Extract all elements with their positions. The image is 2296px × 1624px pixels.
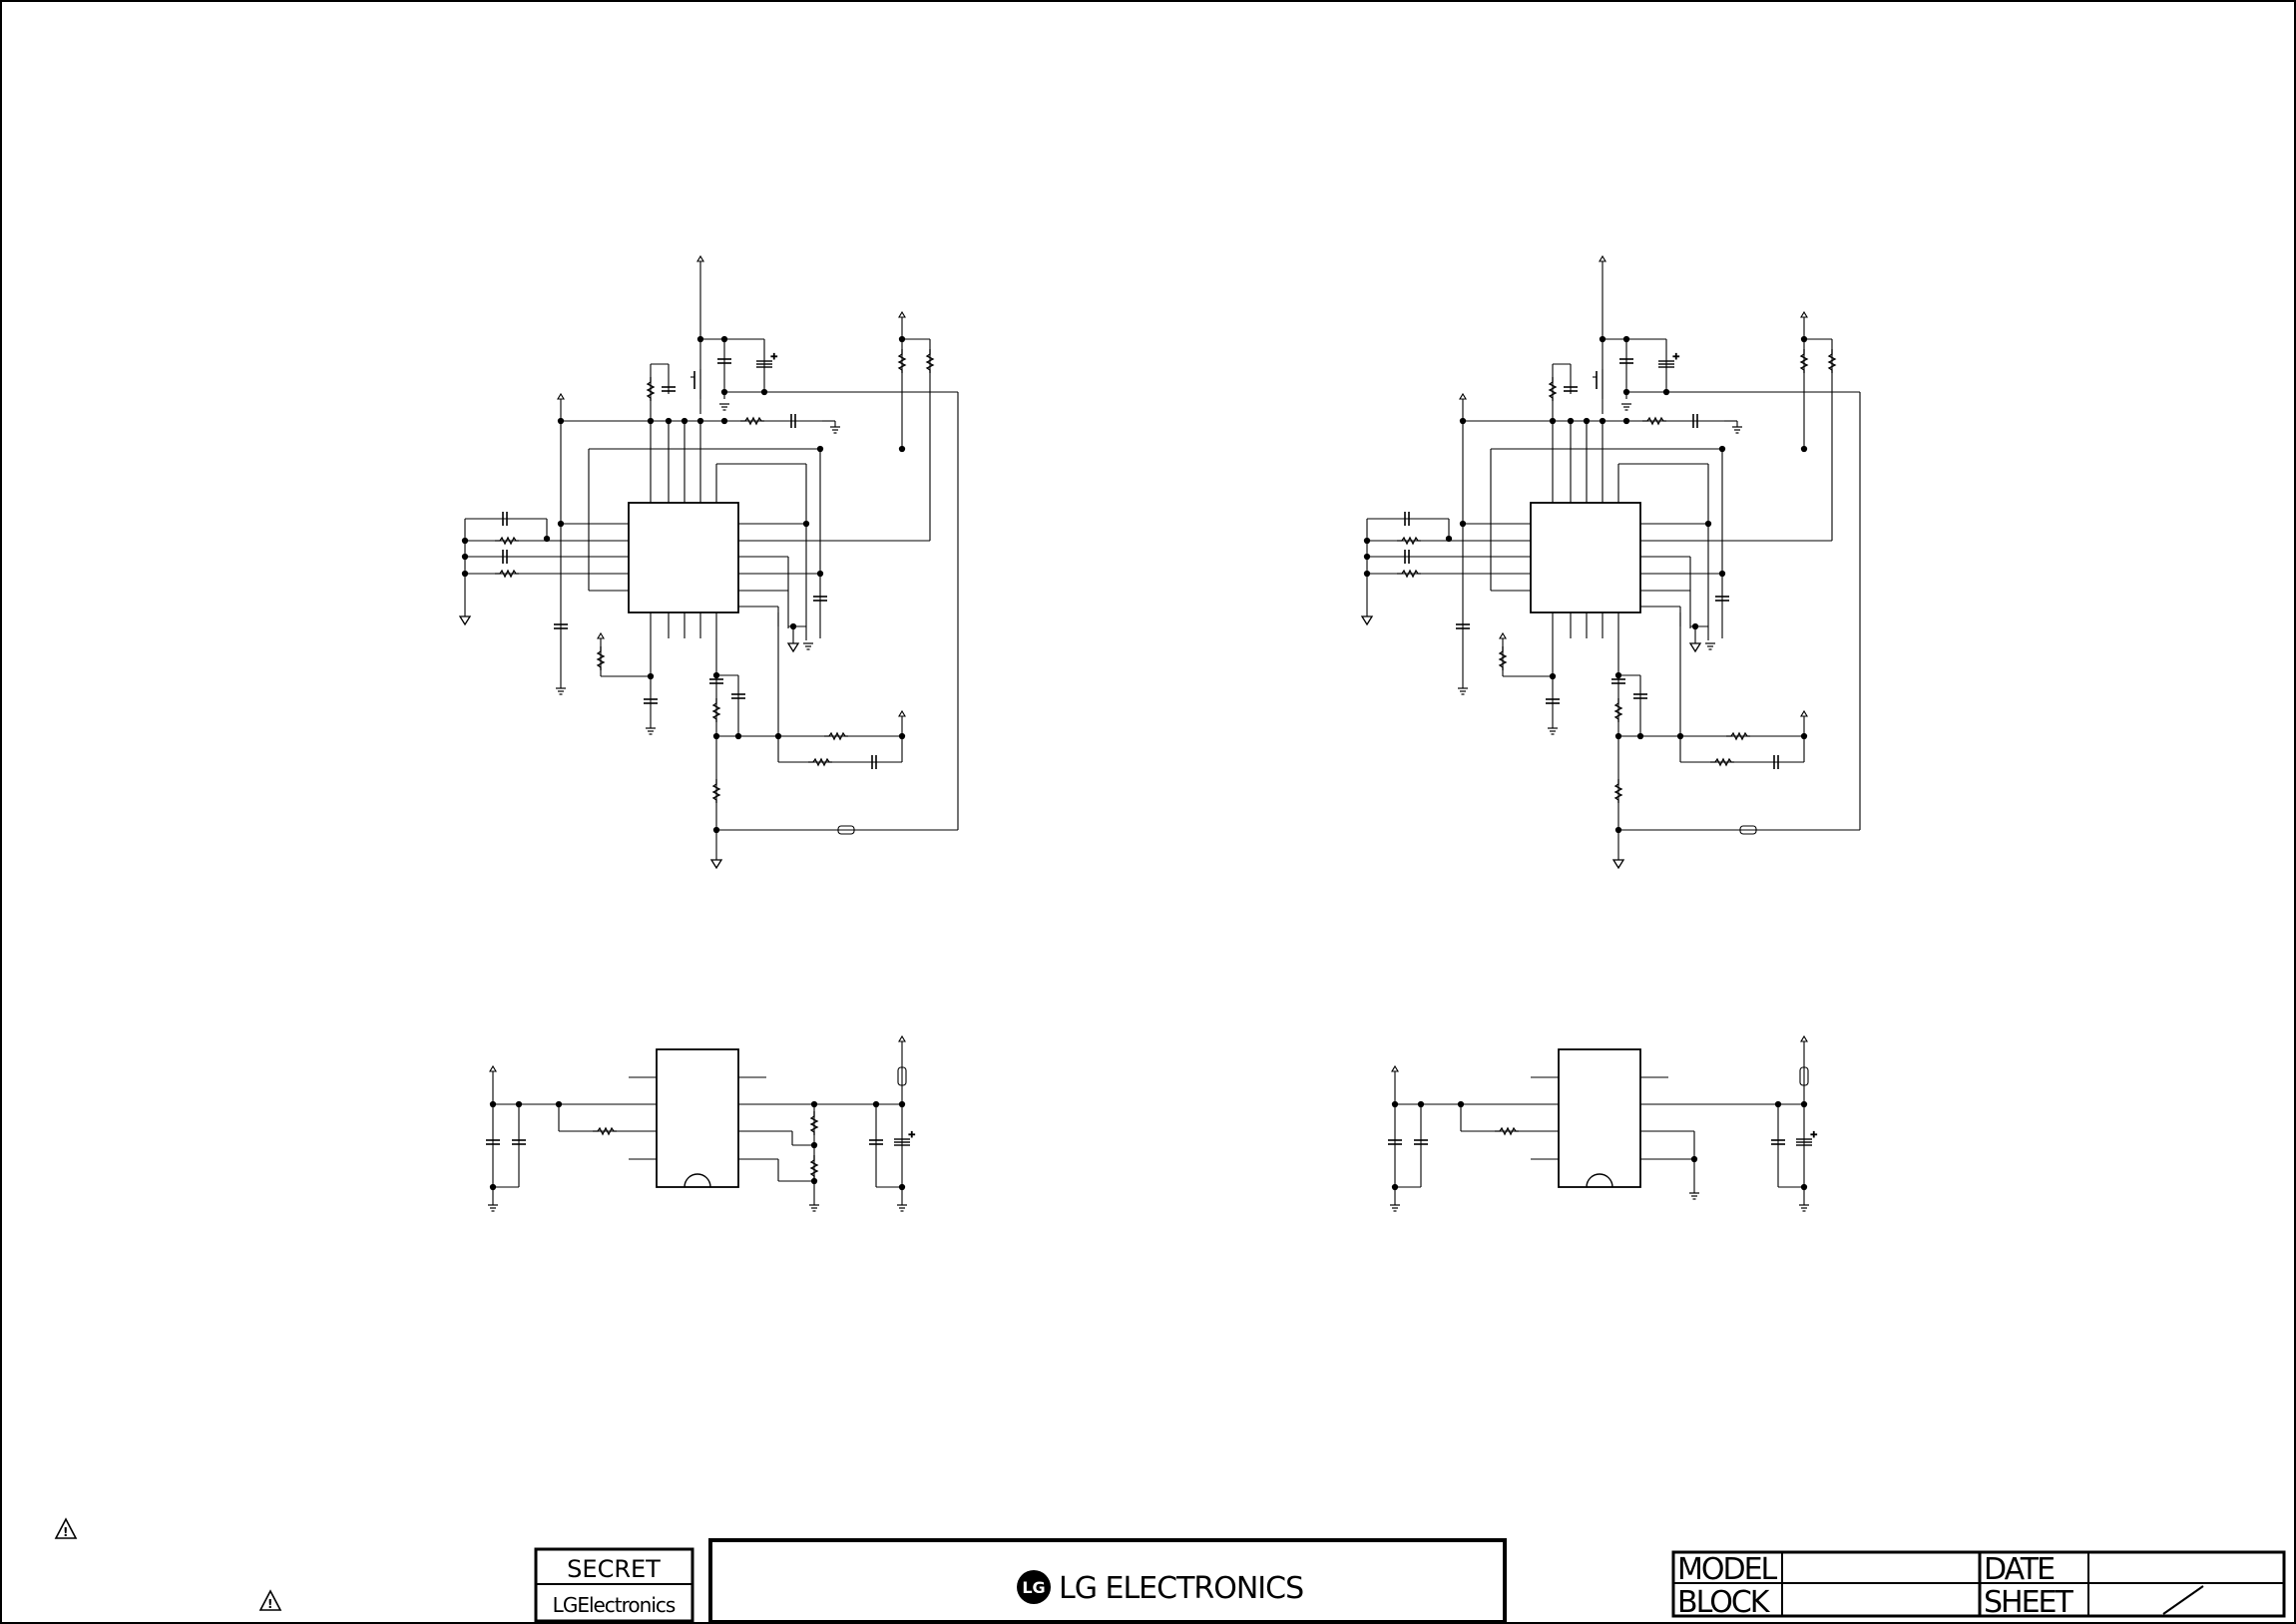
company-small-label: LGElectronics	[553, 1593, 676, 1617]
lg-logo-icon	[1017, 1570, 1051, 1604]
switching-regulator-right	[1362, 256, 1860, 868]
linear-regulator-right	[1388, 1035, 1819, 1211]
secret-label: SECRET	[567, 1555, 661, 1583]
company-box: LG LG ELECTRONICS	[708, 1538, 1507, 1624]
sheet-slash	[2162, 1585, 2204, 1615]
sheet-label: SHEET	[1984, 1585, 2074, 1620]
svg-text:!: !	[63, 1525, 68, 1539]
switching-regulator-left	[460, 256, 958, 868]
linear-regulator-left	[486, 1035, 917, 1211]
date-label: DATE	[1984, 1552, 2055, 1587]
warning-triangle-icon: !	[54, 1517, 78, 1539]
model-label: MODEL	[1677, 1552, 1778, 1587]
company-name: LG ELECTRONICS	[1059, 1571, 1303, 1606]
secret-box: SECRET LGElectronics	[534, 1547, 694, 1623]
block-label: BLOCK	[1677, 1585, 1771, 1620]
lg-logo-mark: LG	[1022, 1578, 1045, 1597]
warning-triangle-icon: !	[258, 1589, 282, 1611]
svg-text:!: !	[267, 1597, 272, 1611]
model-date-block: MODEL BLOCK DATE SHEET	[1671, 1550, 2286, 1620]
